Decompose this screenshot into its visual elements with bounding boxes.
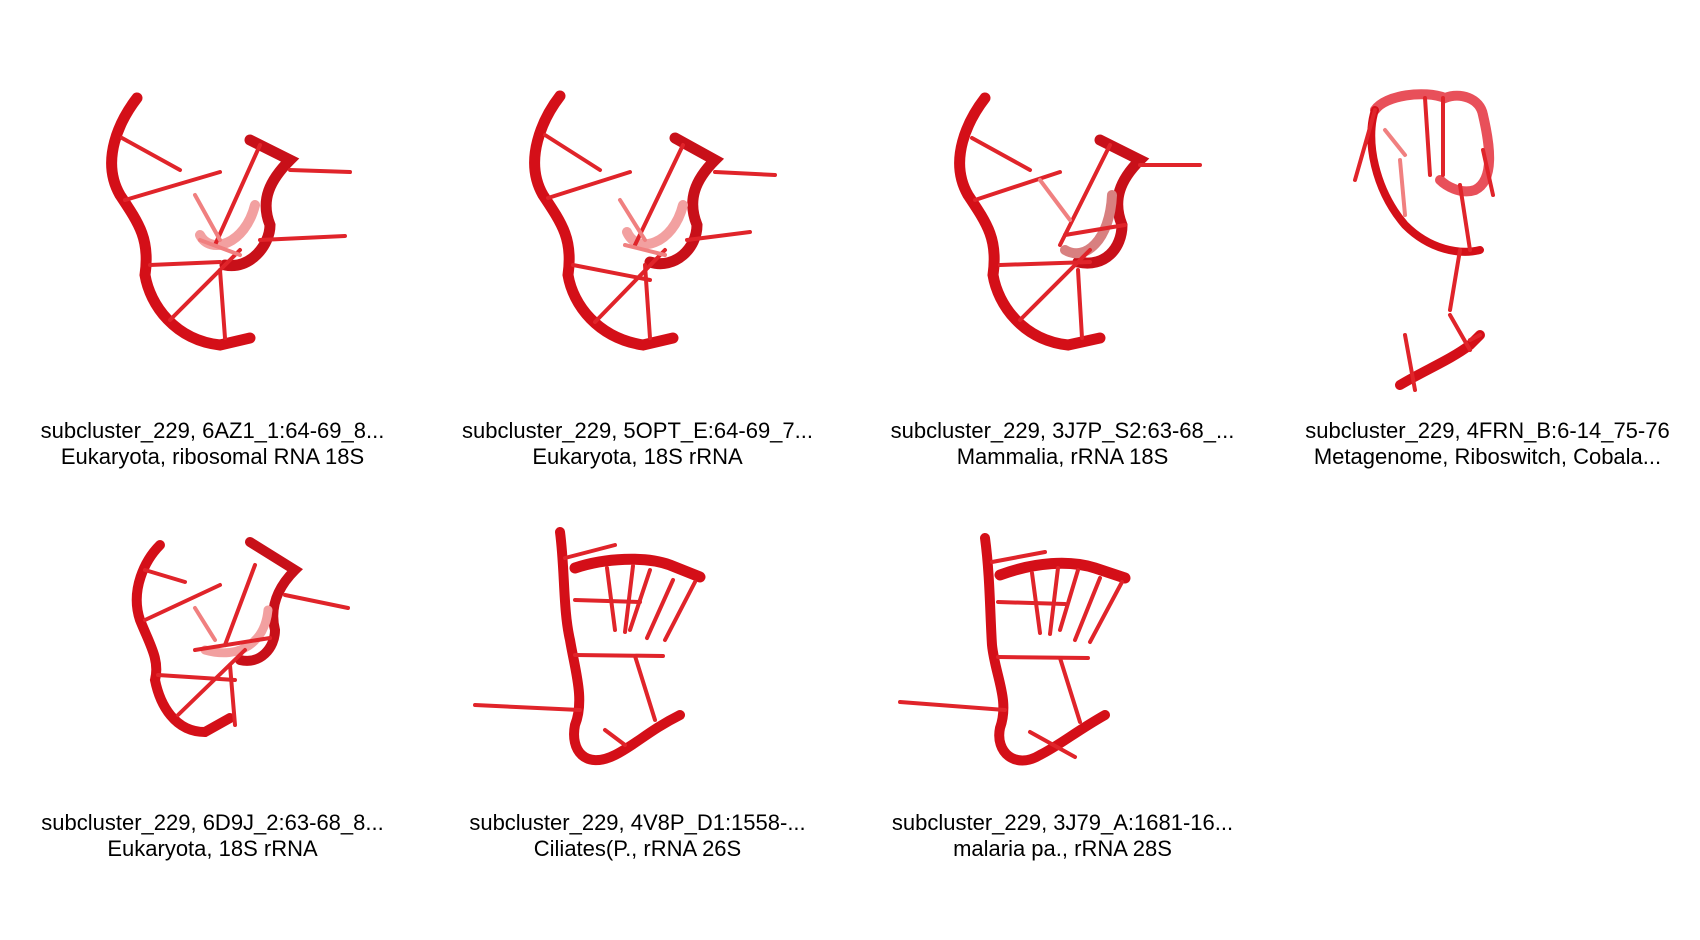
structure-caption: subcluster_229, 4FRN_B:6-14_75-76 Metage… <box>1275 418 1700 470</box>
structure-panel-2: subcluster_229, 5OPT_E:64-69_7... Eukary… <box>425 0 850 470</box>
caption-line-id: subcluster_229, 3J79_A:1681-16... <box>891 810 1234 835</box>
caption-line-organism: Eukaryota, 18S rRNA <box>532 444 743 469</box>
caption-line-id: subcluster_229, 5OPT_E:64-69_7... <box>462 418 813 443</box>
rna-3d-structure-icon <box>529 90 777 351</box>
caption-line-id: subcluster_229, 4FRN_B:6-14_75-76 <box>1305 418 1670 443</box>
caption-line-id: subcluster_229, 3J7P_S2:63-68_... <box>890 418 1235 443</box>
rna-3d-structure-icon <box>106 92 352 351</box>
rna-3d-structure-icon <box>898 533 1131 766</box>
caption-line-organism: Mammalia, rRNA 18S <box>956 444 1169 469</box>
structure-caption: subcluster_229, 4V8P_D1:1558-... Ciliate… <box>425 810 850 862</box>
caption-line-id: subcluster_229, 4V8P_D1:1558-... <box>469 810 806 835</box>
caption-line-id: subcluster_229, 6D9J_2:63-68_8... <box>41 810 384 835</box>
structure-panel-6: subcluster_229, 4V8P_D1:1558-... Ciliate… <box>425 470 850 940</box>
caption-line-organism: Ciliates(P., rRNA 26S <box>533 836 742 861</box>
caption-line-organism: Eukaryota, 18S rRNA <box>107 836 318 861</box>
structure-caption: subcluster_229, 3J7P_S2:63-68_... Mammal… <box>850 418 1275 470</box>
structure-caption: subcluster_229, 5OPT_E:64-69_7... Eukary… <box>425 418 850 470</box>
caption-line-organism: malaria pa., rRNA 28S <box>953 836 1172 861</box>
structure-panel-1: subcluster_229, 6AZ1_1:64-69_8... Eukary… <box>0 0 425 470</box>
rna-3d-structure-icon <box>954 92 1202 351</box>
structure-caption: subcluster_229, 6AZ1_1:64-69_8... Eukary… <box>0 418 425 470</box>
rna-3d-structure-icon <box>131 537 350 738</box>
structure-caption: subcluster_229, 6D9J_2:63-68_8... Eukary… <box>0 810 425 862</box>
rna-3d-structure-icon <box>1353 89 1495 392</box>
structure-caption: subcluster_229, 3J79_A:1681-16... malari… <box>850 810 1275 862</box>
structure-panel-5: subcluster_229, 6D9J_2:63-68_8... Eukary… <box>0 470 425 940</box>
caption-line-organism: Eukaryota, ribosomal RNA 18S <box>60 444 365 469</box>
rna-3d-structure-icon <box>473 527 706 766</box>
caption-line-organism: Metagenome, Riboswitch, Cobala... <box>1313 444 1662 469</box>
structure-panel-4: subcluster_229, 4FRN_B:6-14_75-76 Metage… <box>1275 0 1700 470</box>
structure-panel-7: subcluster_229, 3J79_A:1681-16... malari… <box>850 470 1275 940</box>
caption-line-id: subcluster_229, 6AZ1_1:64-69_8... <box>40 418 385 443</box>
structure-panel-3: subcluster_229, 3J7P_S2:63-68_... Mammal… <box>850 0 1275 470</box>
